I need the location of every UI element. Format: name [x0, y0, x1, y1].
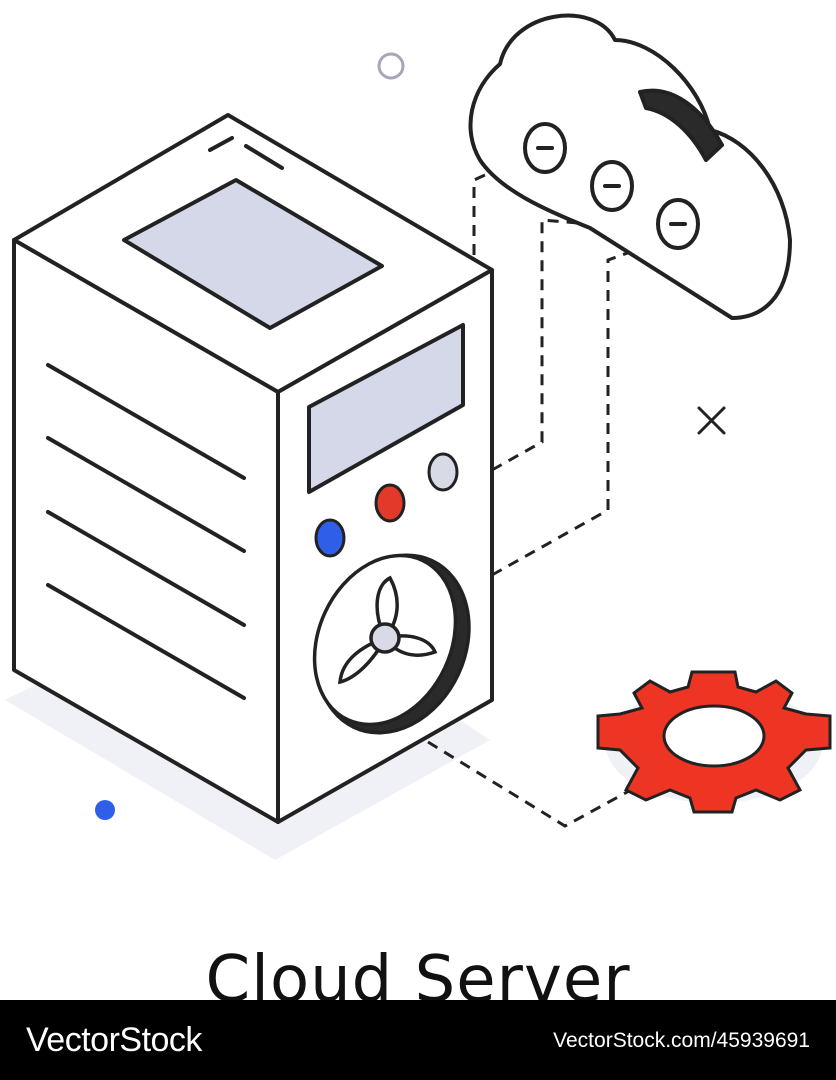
watermark-bar: VectorStock VectorStock.com/45939691 [0, 1000, 836, 1080]
decor-ring [377, 52, 405, 80]
status-button-blue [314, 518, 346, 558]
watermark-brand: VectorStock [26, 1021, 202, 1059]
status-button-red [374, 483, 406, 523]
decor-dot [95, 800, 115, 820]
server-icon [12, 113, 494, 824]
close-icon [697, 406, 726, 435]
gear-icon [596, 670, 832, 814]
fan-icon [312, 553, 471, 735]
cloud-server-illustration [5, 13, 832, 860]
cloud-icon [468, 13, 792, 320]
watermark-reference: VectorStock.com/45939691 [553, 1029, 810, 1052]
status-button-grey [427, 452, 459, 492]
